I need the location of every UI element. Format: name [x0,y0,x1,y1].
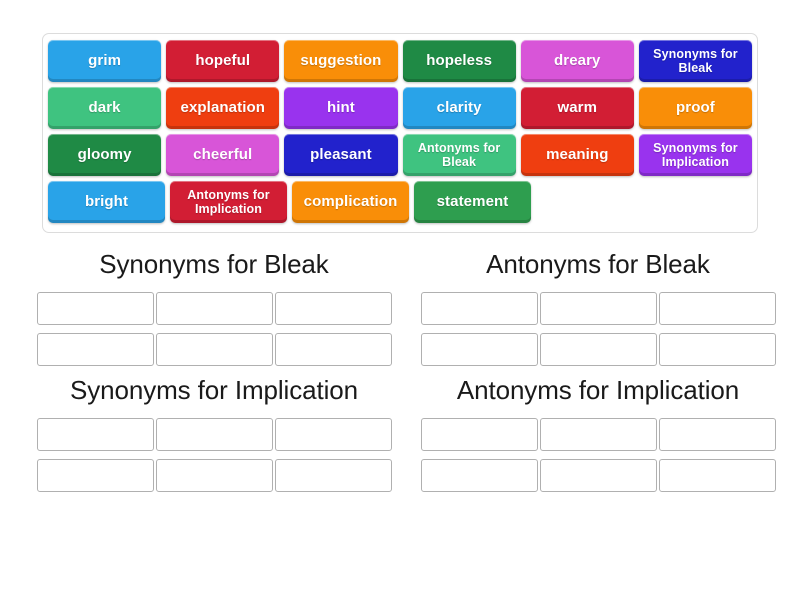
group-title: Synonyms for Bleak [99,249,329,279]
group-title: Synonyms for Implication [69,374,359,405]
drop-group: Antonyms for Implication [406,374,790,492]
drop-slot[interactable] [155,332,273,366]
drop-slot[interactable] [36,417,154,451]
drop-slot[interactable] [658,417,776,451]
drop-slot[interactable] [420,458,538,492]
drop-slot[interactable] [155,417,273,451]
word-tile[interactable]: warm [520,87,634,129]
word-tile[interactable]: Synonyms for Implication [638,134,753,176]
drop-slot[interactable] [274,291,392,325]
word-tile[interactable]: grim [48,40,162,82]
drop-slot[interactable] [155,291,273,325]
word-tile[interactable]: dreary [520,40,634,82]
word-tile[interactable]: meaning [520,134,634,176]
slot-grid [22,291,406,366]
drop-slot[interactable] [420,417,538,451]
word-tile[interactable]: statement [414,181,531,223]
drop-group: Synonyms for Bleak [22,249,406,366]
drop-slot[interactable] [274,417,392,451]
drop-slot[interactable] [539,458,657,492]
drop-slot[interactable] [420,291,538,325]
word-tile[interactable]: bright [48,181,165,223]
drop-slot[interactable] [274,458,392,492]
word-tile[interactable]: Antonyms for Bleak [402,134,516,176]
drop-group: Synonyms for Implication [22,374,406,492]
word-tile[interactable]: suggestion [284,40,398,82]
drop-slot[interactable] [274,332,392,366]
drop-slot[interactable] [36,291,154,325]
drop-slot[interactable] [539,332,657,366]
drop-slot[interactable] [36,332,154,366]
group-title: Antonyms for Bleak [486,249,710,279]
drop-slot[interactable] [155,458,273,492]
slot-grid [406,291,790,366]
word-tile[interactable]: pleasant [284,134,398,176]
word-tile[interactable]: cheerful [166,134,280,176]
slot-grid [22,417,406,492]
word-tile[interactable]: Synonyms for Bleak [638,40,753,82]
word-tile[interactable]: dark [48,87,162,129]
word-tile[interactable]: gloomy [48,134,162,176]
word-tile[interactable]: hopeless [402,40,516,82]
drop-slot[interactable] [420,332,538,366]
word-tile[interactable]: Antonyms for Implication [170,181,287,223]
drop-slot[interactable] [658,291,776,325]
drop-slot[interactable] [658,458,776,492]
drop-slot[interactable] [539,417,657,451]
word-tile[interactable]: explanation [166,87,280,129]
word-tile[interactable]: clarity [402,87,516,129]
slot-grid [406,417,790,492]
drop-slot[interactable] [539,291,657,325]
word-tile[interactable]: hopeful [166,40,280,82]
word-tile[interactable]: complication [292,181,409,223]
drop-slot[interactable] [36,458,154,492]
group-title: Antonyms for Implication [456,374,740,405]
word-tile[interactable]: hint [284,87,398,129]
drop-slot[interactable] [658,332,776,366]
drop-group: Antonyms for Bleak [406,249,790,366]
word-tile[interactable]: proof [638,87,753,129]
